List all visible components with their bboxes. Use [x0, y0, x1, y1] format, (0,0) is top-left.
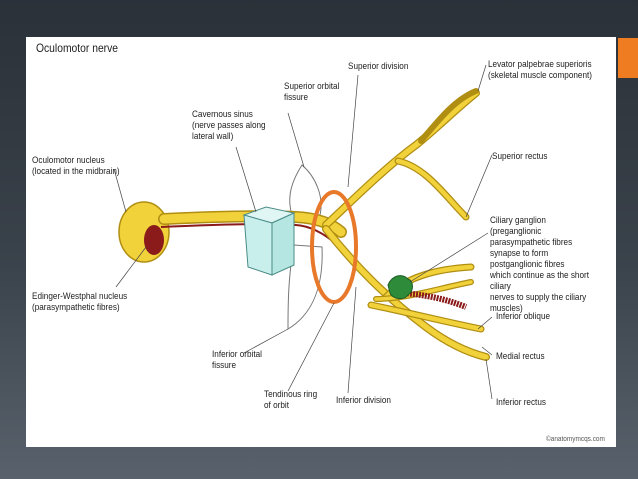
- label-ciliary-ganglion: Ciliary ganglion (preganglionic parasymp…: [490, 215, 590, 314]
- tendinous-ring-shape: [310, 190, 358, 304]
- oculomotor-diagram: [113, 64, 493, 400]
- cavernous-sinus-shape: [242, 206, 296, 276]
- label-inferior-rectus: Inferior rectus: [496, 397, 546, 408]
- label-tendinous-ring: Tendinous ring of orbit: [264, 389, 318, 411]
- short-ciliary-nerves: [403, 290, 468, 310]
- label-cavernous-sinus: Cavernous sinus (nerve passes along late…: [192, 109, 266, 142]
- accent-tab: [618, 38, 638, 78]
- leader-lines: [113, 64, 493, 400]
- label-superior-rectus: Superior rectus: [492, 151, 548, 162]
- credit-text: ©anatomymcqs.com: [546, 434, 605, 443]
- label-edinger-westphal-nucleus: Edinger-Westphal nucleus (parasympatheti…: [32, 291, 128, 313]
- superior-orbital-fissure-shape: [289, 164, 322, 216]
- diagram-title: Oculomotor nerve: [36, 41, 119, 55]
- label-medial-rectus: Medial rectus: [496, 351, 545, 362]
- label-levator-palpebrae: Levator palpebrae superioris (skeletal m…: [488, 59, 592, 81]
- label-inferior-division: Inferior division: [336, 395, 391, 406]
- label-inferior-orbital-fissure: Inferior orbital fissure: [212, 349, 262, 371]
- label-inferior-oblique: Inferior oblique: [496, 311, 551, 322]
- diagram-panel: Oculomotor nerve Oculomotor nucleus (loc…: [26, 37, 616, 447]
- levator-branch: [418, 88, 479, 144]
- ciliary-ganglion-shape: [387, 275, 413, 300]
- label-superior-division: Superior division: [348, 61, 409, 72]
- label-oculomotor-nucleus: Oculomotor nucleus (located in the midbr…: [32, 155, 120, 177]
- edinger-westphal-nucleus-shape: [144, 225, 164, 255]
- label-superior-orbital-fissure: Superior orbital fissure: [284, 81, 340, 103]
